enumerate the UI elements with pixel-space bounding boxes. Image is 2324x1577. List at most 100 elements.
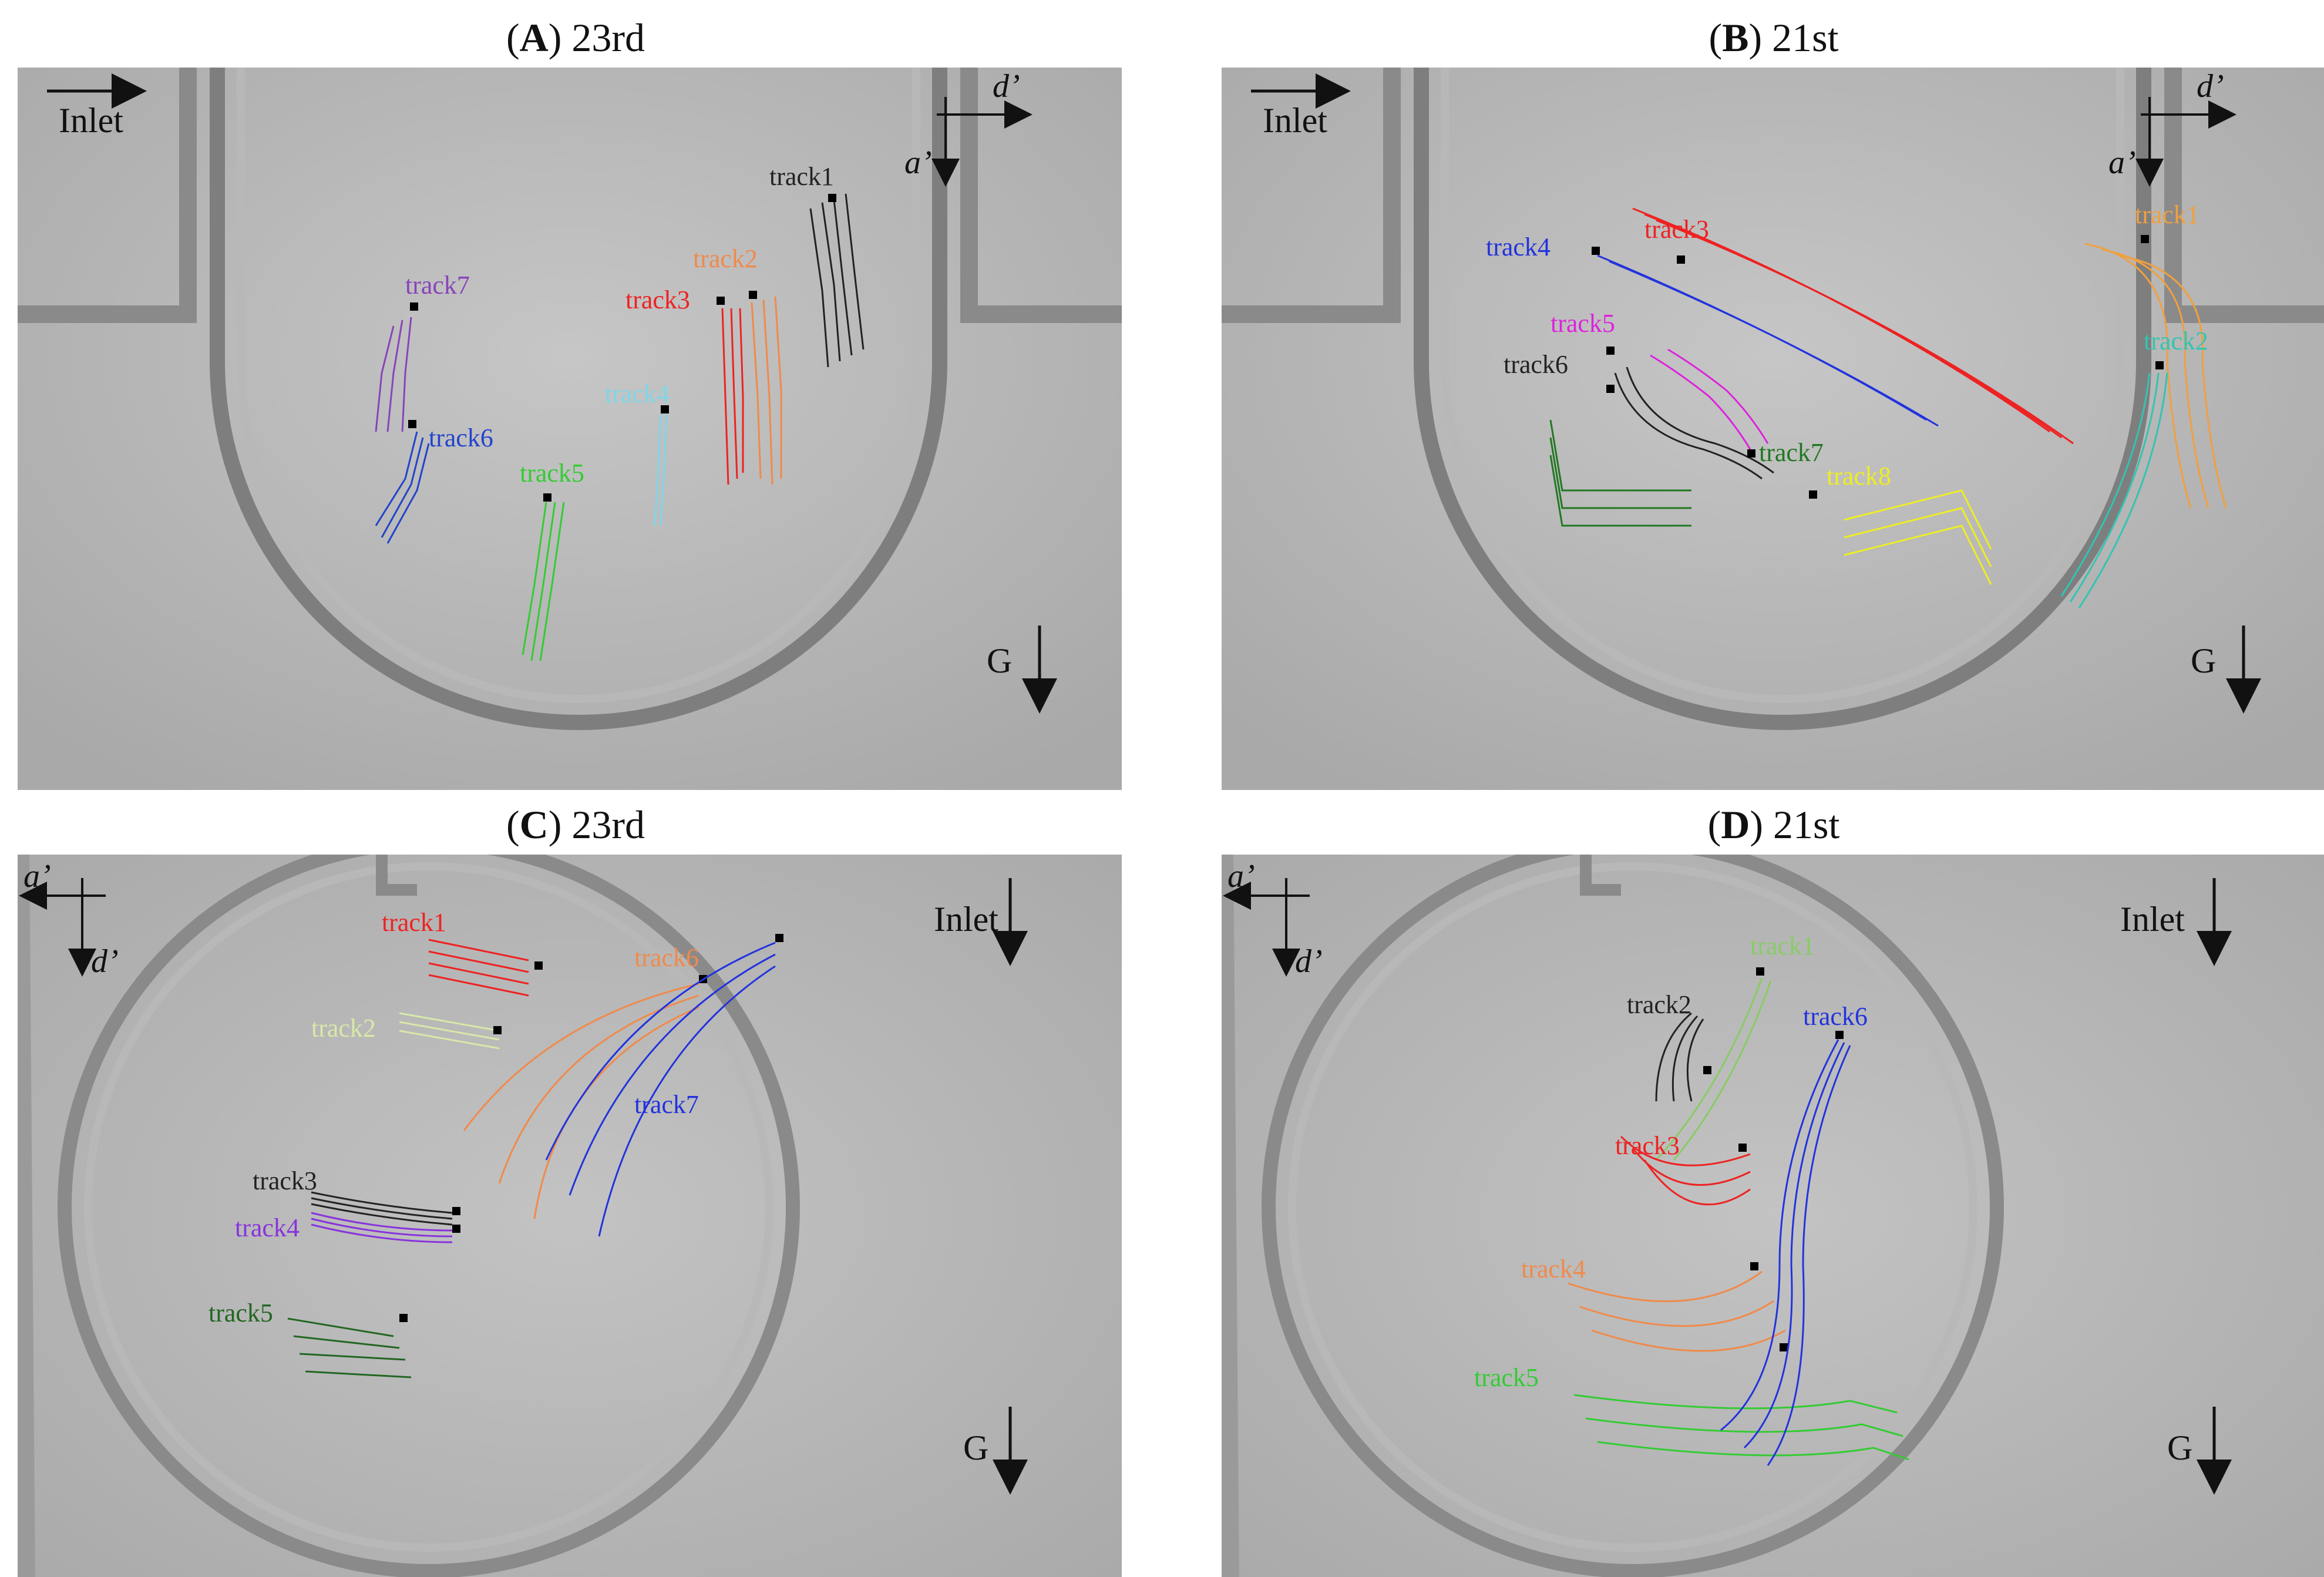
panel-b-track8: track8 [1809, 462, 1992, 585]
panel-c-title: (C) 23rd [506, 802, 645, 847]
panel-b-d-axis-label: d’ [2197, 68, 2224, 105]
panel-c-track6-label: track6 [634, 943, 699, 972]
panel-c-track1: track1 [382, 908, 543, 997]
panel-a-track3-label: track3 [625, 285, 690, 314]
panel-a-track6-label: track6 [429, 423, 493, 452]
panel-a-right-wall [960, 68, 1122, 323]
panel-d-a-axis-label: a’ [1227, 858, 1255, 895]
panel-c-track4: track4 [235, 1212, 460, 1243]
panel-d-gravity-label: G [2167, 1428, 2192, 1467]
panel-a-track4: track4 [605, 379, 670, 526]
panel-c-track1-label: track1 [382, 908, 446, 937]
panel-a-track6: track6 [375, 420, 493, 544]
panel-d-track1-label: track1 [1750, 932, 1815, 960]
panel-a-tracks: track1 track2 track3 track4 [375, 162, 865, 661]
panel-c-track5-label: track5 [208, 1299, 273, 1327]
panel-a-svg: Inlet d’ a’ G track1 track2 [18, 68, 1122, 790]
panel-c-track2-label: track2 [311, 1014, 376, 1043]
panel-a-track1: track1 [769, 162, 865, 368]
panel-b-track6: track6 [1504, 347, 1774, 480]
panel-c-chamber-wall-outer [58, 855, 800, 1577]
panel-b-track6-label: track6 [1504, 350, 1568, 379]
panel-d-track2-label: track2 [1627, 990, 1691, 1019]
panel-c-d-axis-label: d’ [91, 943, 119, 980]
panel-a-track1-label: track1 [769, 162, 834, 191]
panel-d-track3: track3 [1615, 1131, 1751, 1206]
panel-b-svg: Inlet d’ a’ G track1 track2 [1222, 68, 2324, 790]
panel-a-gravity-label: G [987, 641, 1012, 680]
panel-c-track2: track2 [311, 1012, 502, 1050]
panel-d-track4-label: track4 [1521, 1255, 1586, 1283]
panel-a-a-axis-label: a’ [904, 144, 932, 181]
panel-d-d-axis-label: d’ [1295, 943, 1323, 980]
panel-d-micrograph: a’ d’ Inlet G track1 track2 [1222, 855, 2324, 1577]
panel-a-track3: track3 [625, 285, 744, 485]
panel-c-outlet-notch [376, 855, 417, 896]
panel-d-track6-label: track6 [1803, 1002, 1868, 1031]
panel-b-track7: track7 [1549, 419, 1824, 527]
panel-a-track7: track7 [375, 271, 470, 432]
panel-b-gravity-label: G [2191, 641, 2216, 680]
panel-c-track5: track5 [208, 1299, 412, 1378]
panel-d-track1: track1 [1655, 932, 1815, 1161]
panel-a-inlet-label: Inlet [59, 101, 123, 140]
panel-d-track5: track5 [1474, 1343, 1909, 1461]
panel-a-track2-label: track2 [693, 244, 758, 273]
panel-b-track4-label: track4 [1486, 233, 1551, 261]
panel-b-inlet-label: Inlet [1263, 101, 1327, 140]
panel-c-chamber-wall-inner [84, 862, 773, 1552]
panel-b-right-wall [2164, 68, 2324, 323]
panel-a-track7-label: track7 [405, 271, 470, 300]
panel-c-track3: track3 [253, 1166, 460, 1226]
panel-d-outlet-notch [1580, 855, 1621, 896]
panel-d-track5-label: track5 [1474, 1363, 1539, 1392]
panel-d-track6: track6 [1720, 1002, 1868, 1466]
panel-a-d-axis-label: d’ [993, 68, 1020, 105]
panel-b-track1-label: track1 [2135, 200, 2199, 229]
panel-d-track4: track4 [1521, 1255, 1786, 1352]
panel-a-chamber-wall-outer [210, 68, 947, 730]
panel-d-tracks: track1 track2 track3 track [1474, 932, 1909, 1466]
panel-d-svg: a’ d’ Inlet G track1 track2 [1222, 855, 2324, 1577]
panel-b-track3-label: track3 [1644, 215, 1709, 244]
panel-b-chamber-wall-inner [1441, 68, 2124, 703]
panel-d-left-wall [1222, 855, 1239, 1577]
panel-c-track4-label: track4 [235, 1213, 300, 1242]
panel-a-track2: track2 [693, 244, 782, 485]
panel-b-track8-label: track8 [1827, 462, 1891, 490]
panel-d-chamber-wall-inner [1288, 862, 1977, 1552]
panel-c-inlet-label: Inlet [934, 900, 998, 939]
panel-a-chamber-wall-inner [237, 68, 920, 703]
panel-a-title: (A) 23rd [506, 15, 645, 60]
panel-d-chamber-wall-outer [1262, 855, 2004, 1577]
panel-b-tracks: track1 track2 track3 track4 [1486, 200, 2227, 608]
panel-b-track7-label: track7 [1759, 438, 1824, 467]
panel-a-track5-label: track5 [520, 459, 584, 487]
panel-c-track7-label: track7 [634, 1090, 699, 1119]
panel-b-track5-label: track5 [1551, 309, 1615, 338]
panel-a-track5: track5 [520, 459, 584, 661]
panel-c-tracks: track1 track2 track3 track [208, 908, 783, 1378]
panel-b-a-axis-label: a’ [2108, 144, 2136, 181]
panel-b-chamber-wall-outer [1414, 68, 2151, 730]
panel-b-track5: track5 [1551, 309, 1769, 450]
panel-d-track2: track2 [1627, 990, 1711, 1102]
panel-c-svg: a’ d’ Inlet G track1 track2 [18, 855, 1122, 1577]
panel-b-left-wall [1222, 68, 1401, 323]
panel-c-track7: track7 [545, 934, 783, 1237]
panel-d-inlet-label: Inlet [2120, 900, 2185, 939]
panel-b-track2: track2 [2060, 327, 2208, 608]
panel-d-track3-label: track3 [1615, 1131, 1680, 1160]
panel-b-track3: track3 [1632, 207, 2074, 445]
panel-c-track3-label: track3 [253, 1166, 317, 1195]
panel-b-micrograph: Inlet d’ a’ G track1 track2 [1222, 68, 2324, 790]
panel-b-track2-label: track2 [2144, 327, 2208, 355]
panel-a-micrograph: Inlet d’ a’ G track1 track2 [18, 68, 1122, 790]
panel-c-left-wall [18, 855, 35, 1577]
panel-d-title: (D) 21st [1707, 802, 1840, 847]
panel-a-track4-label: track4 [605, 379, 670, 408]
panel-b-track4: track4 [1486, 233, 1939, 427]
panel-c-a-axis-label: a’ [23, 858, 51, 895]
panel-c-gravity-label: G [963, 1428, 988, 1467]
panel-b-track1: track1 [2084, 200, 2227, 509]
